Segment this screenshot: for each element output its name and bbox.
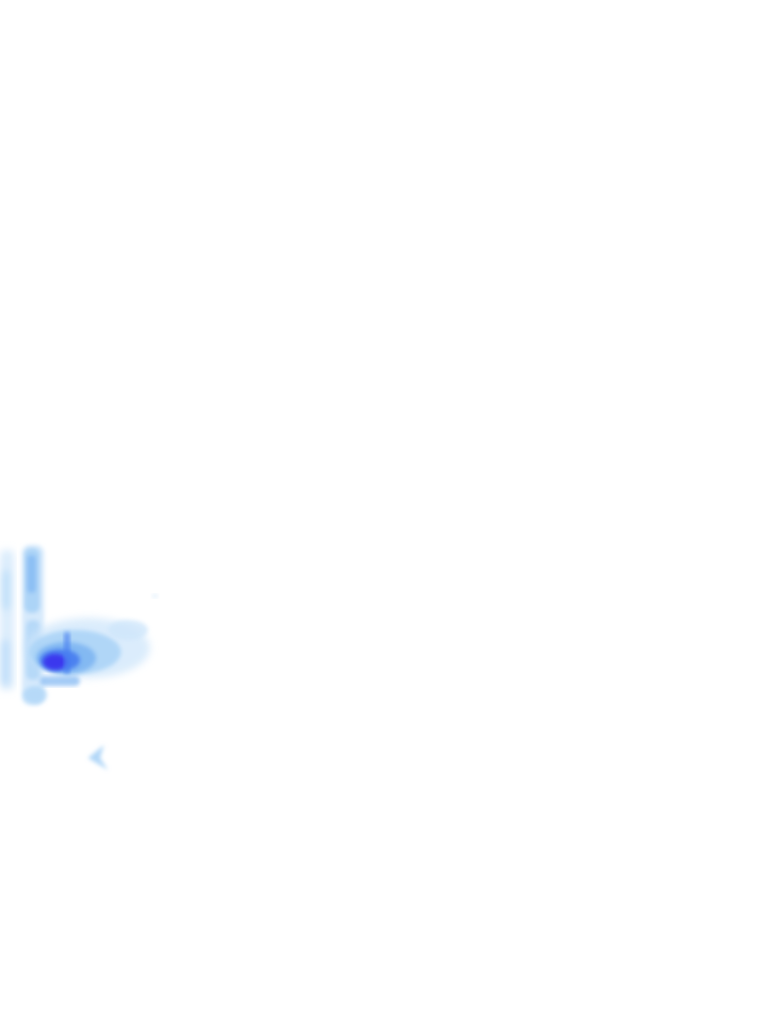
radar-cell-main — [23, 594, 158, 704]
radar-cell-left-edge — [0, 550, 14, 690]
radar-cell-small — [88, 745, 108, 770]
